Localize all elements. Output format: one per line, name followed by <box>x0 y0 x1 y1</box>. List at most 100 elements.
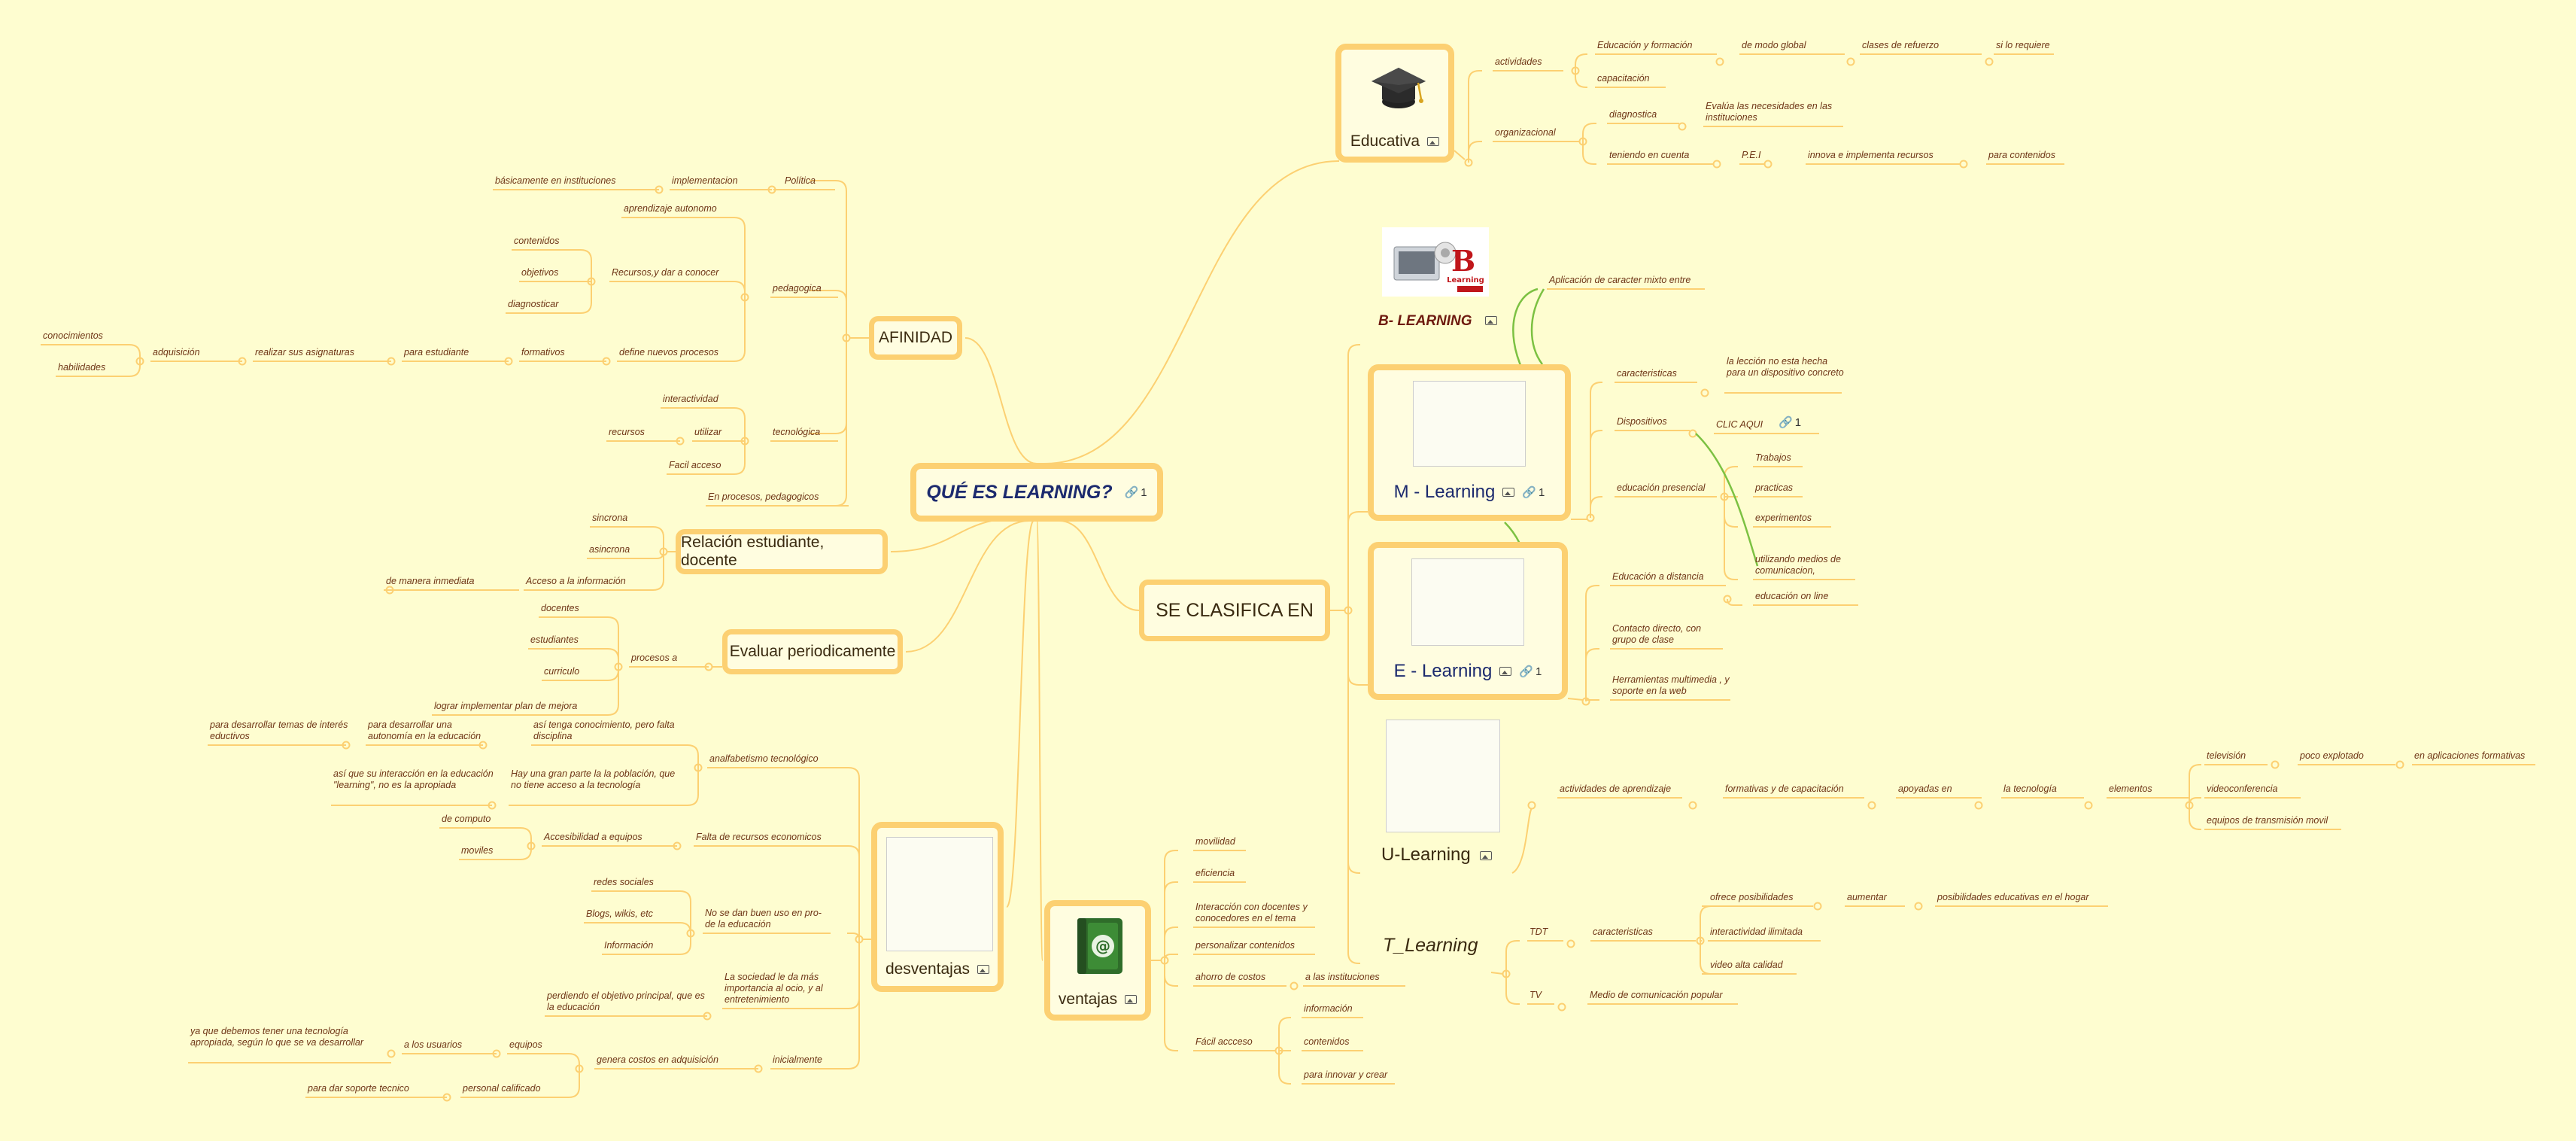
topic-tlearning[interactable]: T_Learning <box>1383 935 1478 957</box>
node-clasifica-ulearning-videoconferencia[interactable]: videoconferencia <box>2207 783 2278 794</box>
node-clasifica-mlearning-medios[interactable]: utilizando medios de comunicacion, <box>1755 554 1841 576</box>
node-desventajas-buen_uso[interactable]: No se dan buen uso en pro- de la educaci… <box>705 908 822 930</box>
node-relacion-inmediata[interactable]: de manera inmediata <box>386 576 475 586</box>
node-desventajas-computo[interactable]: de computo <box>442 814 491 824</box>
node-clasifica-mlearning-clic[interactable]: CLIC AQUI <box>1716 419 1763 430</box>
node-relacion-acceso[interactable]: Acceso a la información <box>526 576 626 586</box>
node-affinity-tecnologica-utilizar[interactable]: utilizar <box>694 427 722 437</box>
node-clasifica-tlearning-medio[interactable]: Medio de comunicación popular <box>1590 990 1723 1000</box>
node-desventajas-equipos[interactable]: equipos <box>509 1039 542 1050</box>
node-desventajas-moviles[interactable]: moviles <box>461 845 494 856</box>
node-affinity-tecnologica-facil[interactable]: Facil acceso <box>669 460 721 470</box>
node-clasifica-mlearning-practicas[interactable]: practicas <box>1755 482 1794 493</box>
node-clasifica-ulearning-actividades[interactable]: actividades de aprendizaje <box>1560 783 1672 794</box>
node-affinity-pedagogica-aprendizaje[interactable]: aprendizaje autonomo <box>624 203 717 214</box>
node-desventajas-falta_recursos[interactable]: Falta de recursos economicos <box>696 832 822 842</box>
topic-clasifica[interactable]: SE CLASIFICA EN <box>1139 580 1330 641</box>
node-clasifica-ulearning-poco[interactable]: poco explotado <box>2300 750 2364 761</box>
node-affinity-pedagogica-label[interactable]: pedagogica <box>773 283 822 294</box>
clic-link-badge[interactable]: 🔗1 <box>1779 415 1801 430</box>
node-affinity-pedagogica-realizar[interactable]: realizar sus asignaturas <box>255 347 355 358</box>
elearning-link-badge[interactable]: 🔗1 <box>1519 665 1542 679</box>
node-clasifica-tlearning-posibilidades[interactable]: posibilidades educativas en el hogar <box>1937 892 2089 902</box>
node-clasifica-ulearning-elementos[interactable]: elementos <box>2109 783 2152 794</box>
image-icon[interactable] <box>1479 851 1492 860</box>
node-affinity-pedagogica-para_estudiante[interactable]: para estudiante <box>404 347 469 358</box>
node-affinity-tecnologica-interactividad[interactable]: interactividad <box>663 394 718 404</box>
node-educativa-teniendo[interactable]: teniendo en cuenta <box>1609 150 1690 160</box>
node-affinity-pedagogica-recursos[interactable]: Recursos,y dar a conocer <box>612 267 719 278</box>
node-clasifica-ulearning-television[interactable]: televisión <box>2207 750 2246 761</box>
node-evaluar-estudiantes[interactable]: estudiantes <box>530 634 579 645</box>
node-ventajas-instituciones[interactable]: a las instituciones <box>1305 972 1380 982</box>
node-desventajas-autonomia[interactable]: para desarrollar una autonomía en la edu… <box>368 720 481 741</box>
node-educativa-diagnostica[interactable]: diagnostica <box>1609 109 1657 120</box>
node-ventajas-eficiencia[interactable]: eficiencia <box>1195 868 1235 878</box>
node-ventajas-ahorro[interactable]: ahorro de costos <box>1195 972 1266 982</box>
node-clasifica-elearning-herramientas[interactable]: Herramientas multimedia , y soporte en l… <box>1612 674 1730 696</box>
topic-elearning[interactable]: E - Learning🔗1 <box>1368 542 1568 700</box>
image-icon[interactable] <box>1499 667 1512 676</box>
node-affinity-pedagogica-conocimientos[interactable]: conocimientos <box>43 330 103 341</box>
node-affinity-pedagogica-habilidades[interactable]: habilidades <box>58 362 106 373</box>
node-educativa-evalua[interactable]: Evalúa las necesidades en las institucio… <box>1706 101 1833 123</box>
topic-educativa[interactable]: Educativa <box>1335 44 1454 163</box>
node-desventajas-soporte[interactable]: para dar soporte tecnico <box>308 1083 409 1094</box>
node-clasifica-elearning-distancia[interactable]: Educación a distancia <box>1612 571 1704 582</box>
node-educativa-innova[interactable]: innova e implementa recursos <box>1808 150 1934 160</box>
node-educativa-capacitacion[interactable]: capacitación <box>1597 73 1650 84</box>
node-clasifica-blearning-aplicacion[interactable]: Aplicación de caracter mixto entre <box>1549 275 1691 285</box>
node-clasifica-mlearning-experimentos[interactable]: experimentos <box>1755 513 1812 523</box>
node-clasifica-elearning-contacto[interactable]: Contacto directo, con grupo de clase <box>1612 623 1702 645</box>
node-ventajas-innovar[interactable]: para innovar y crear <box>1304 1069 1388 1080</box>
node-affinity-pedagogica-adquisicion[interactable]: adquisición <box>153 347 200 358</box>
image-icon[interactable] <box>977 965 990 974</box>
topic-ulearning[interactable]: U-Learning <box>1378 717 1514 875</box>
image-icon[interactable] <box>1125 995 1138 1004</box>
node-desventajas-informacion[interactable]: Información <box>604 940 654 951</box>
node-affinity-pedagogica-diagnosticar[interactable]: diagnosticar <box>508 299 559 309</box>
node-desventajas-sociedad[interactable]: La sociedad le da más importancia al oci… <box>724 972 823 1005</box>
node-desventajas-personal[interactable]: personal calificado <box>463 1083 541 1094</box>
node-affinity-pedagogica-define[interactable]: define nuevos procesos <box>619 347 719 358</box>
node-educativa-pei[interactable]: P.E.I <box>1742 150 1761 160</box>
node-clasifica-ulearning-equipos[interactable]: equipos de transmisión movil <box>2207 815 2328 826</box>
node-educativa-actividades[interactable]: actividades <box>1495 56 1542 67</box>
node-desventajas-temas[interactable]: para desarrollar temas de interés educti… <box>210 720 348 741</box>
node-affinity-politica-label[interactable]: Política <box>785 175 816 186</box>
node-clasifica-mlearning-leccion[interactable]: la lección no esta hecha para un disposi… <box>1727 356 1844 378</box>
node-desventajas-interaccion[interactable]: así que su interacción en la educación "… <box>333 768 494 790</box>
node-desventajas-perdiendo[interactable]: perdiendo el objetivo principal, que es … <box>547 990 705 1012</box>
node-clasifica-tlearning-ofrece[interactable]: ofrece posibilidades <box>1710 892 1794 902</box>
node-clasifica-tlearning-caracteristicas[interactable]: caracteristicas <box>1593 926 1653 937</box>
node-desventajas-inicialmente[interactable]: inicialmente <box>773 1054 823 1065</box>
topic-afinidad[interactable]: AFINIDAD <box>869 316 962 360</box>
node-desventajas-accesibilidad[interactable]: Accesibilidad a equipos <box>544 832 642 842</box>
node-clasifica-tlearning-tv[interactable]: TV <box>1530 990 1542 1000</box>
node-educativa-para_contenidos[interactable]: para contenidos <box>1988 150 2055 160</box>
node-affinity-politica-implementacion[interactable]: implementacion <box>672 175 738 186</box>
node-desventajas-tecnologia_apropiada[interactable]: ya que debemos tener una tecnología apro… <box>190 1026 364 1048</box>
node-educativa-requiere[interactable]: si lo requiere <box>1996 40 2050 50</box>
node-affinity-politica-instituciones[interactable]: básicamente en instituciones <box>495 175 616 186</box>
node-ventajas-interaccion[interactable]: Interacción con docentes y conocedores e… <box>1195 902 1308 923</box>
node-desventajas-usuarios[interactable]: a los usuarios <box>404 1039 463 1050</box>
node-clasifica-ulearning-apoyadas[interactable]: apoyadas en <box>1898 783 1952 794</box>
node-clasifica-mlearning-presencial[interactable]: educación presencial <box>1617 482 1706 493</box>
topic-mlearning[interactable]: M - Learning🔗1 <box>1368 364 1571 521</box>
node-clasifica-mlearning-caracteristicas[interactable]: caracteristicas <box>1617 368 1677 379</box>
image-icon[interactable] <box>1484 316 1497 325</box>
root-link-badge[interactable]: 🔗1 <box>1125 485 1147 500</box>
node-desventajas-redes[interactable]: redes sociales <box>594 877 654 887</box>
node-affinity-tecnologica-recursos[interactable]: recursos <box>609 427 645 437</box>
root-topic[interactable]: QUÉ ES LEARNING? 🔗1 <box>910 463 1163 522</box>
node-clasifica-mlearning-dispositivos[interactable]: Dispositivos <box>1617 416 1667 427</box>
node-ventajas-facil[interactable]: Fácil accceso <box>1195 1036 1253 1047</box>
node-evaluar-docentes[interactable]: docentes <box>541 603 579 613</box>
node-educativa-educacion_formacion[interactable]: Educación y formación <box>1597 40 1693 50</box>
node-evaluar-plan[interactable]: lograr implementar plan de mejora <box>434 701 578 711</box>
topic-relacion[interactable]: Relación estudiante, docente <box>676 529 888 574</box>
node-clasifica-tlearning-video[interactable]: video alta calidad <box>1710 960 1783 970</box>
node-clasifica-mlearning-trabajos[interactable]: Trabajos <box>1755 452 1791 463</box>
